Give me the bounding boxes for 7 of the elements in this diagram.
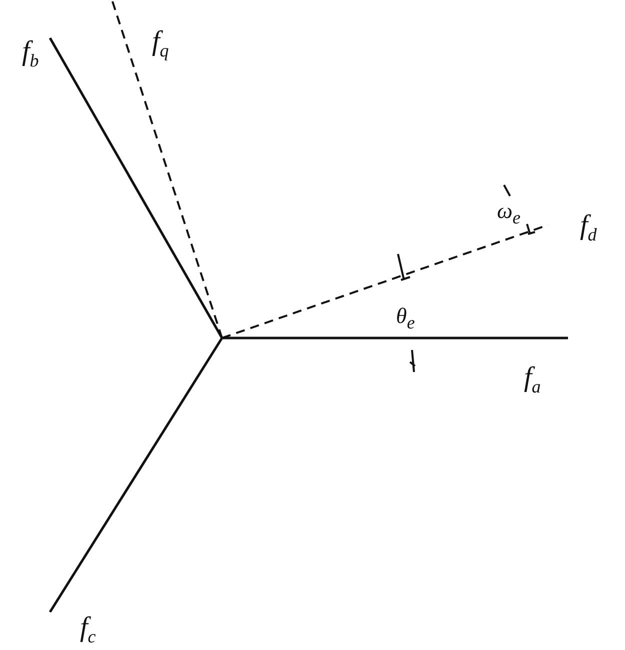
axis-label: f$_{a}$ — [524, 364, 541, 396]
axis-label: f$_{d}$ — [580, 212, 597, 244]
axis-label: f$_{q}$ — [152, 28, 169, 60]
axis-label: f$_{b}$ — [22, 38, 39, 70]
axis-label: θ$_{e}$ — [396, 305, 415, 332]
axis-label: ω$_{e}$ — [497, 200, 521, 226]
axis-label: f$_{c}$ — [80, 614, 96, 646]
